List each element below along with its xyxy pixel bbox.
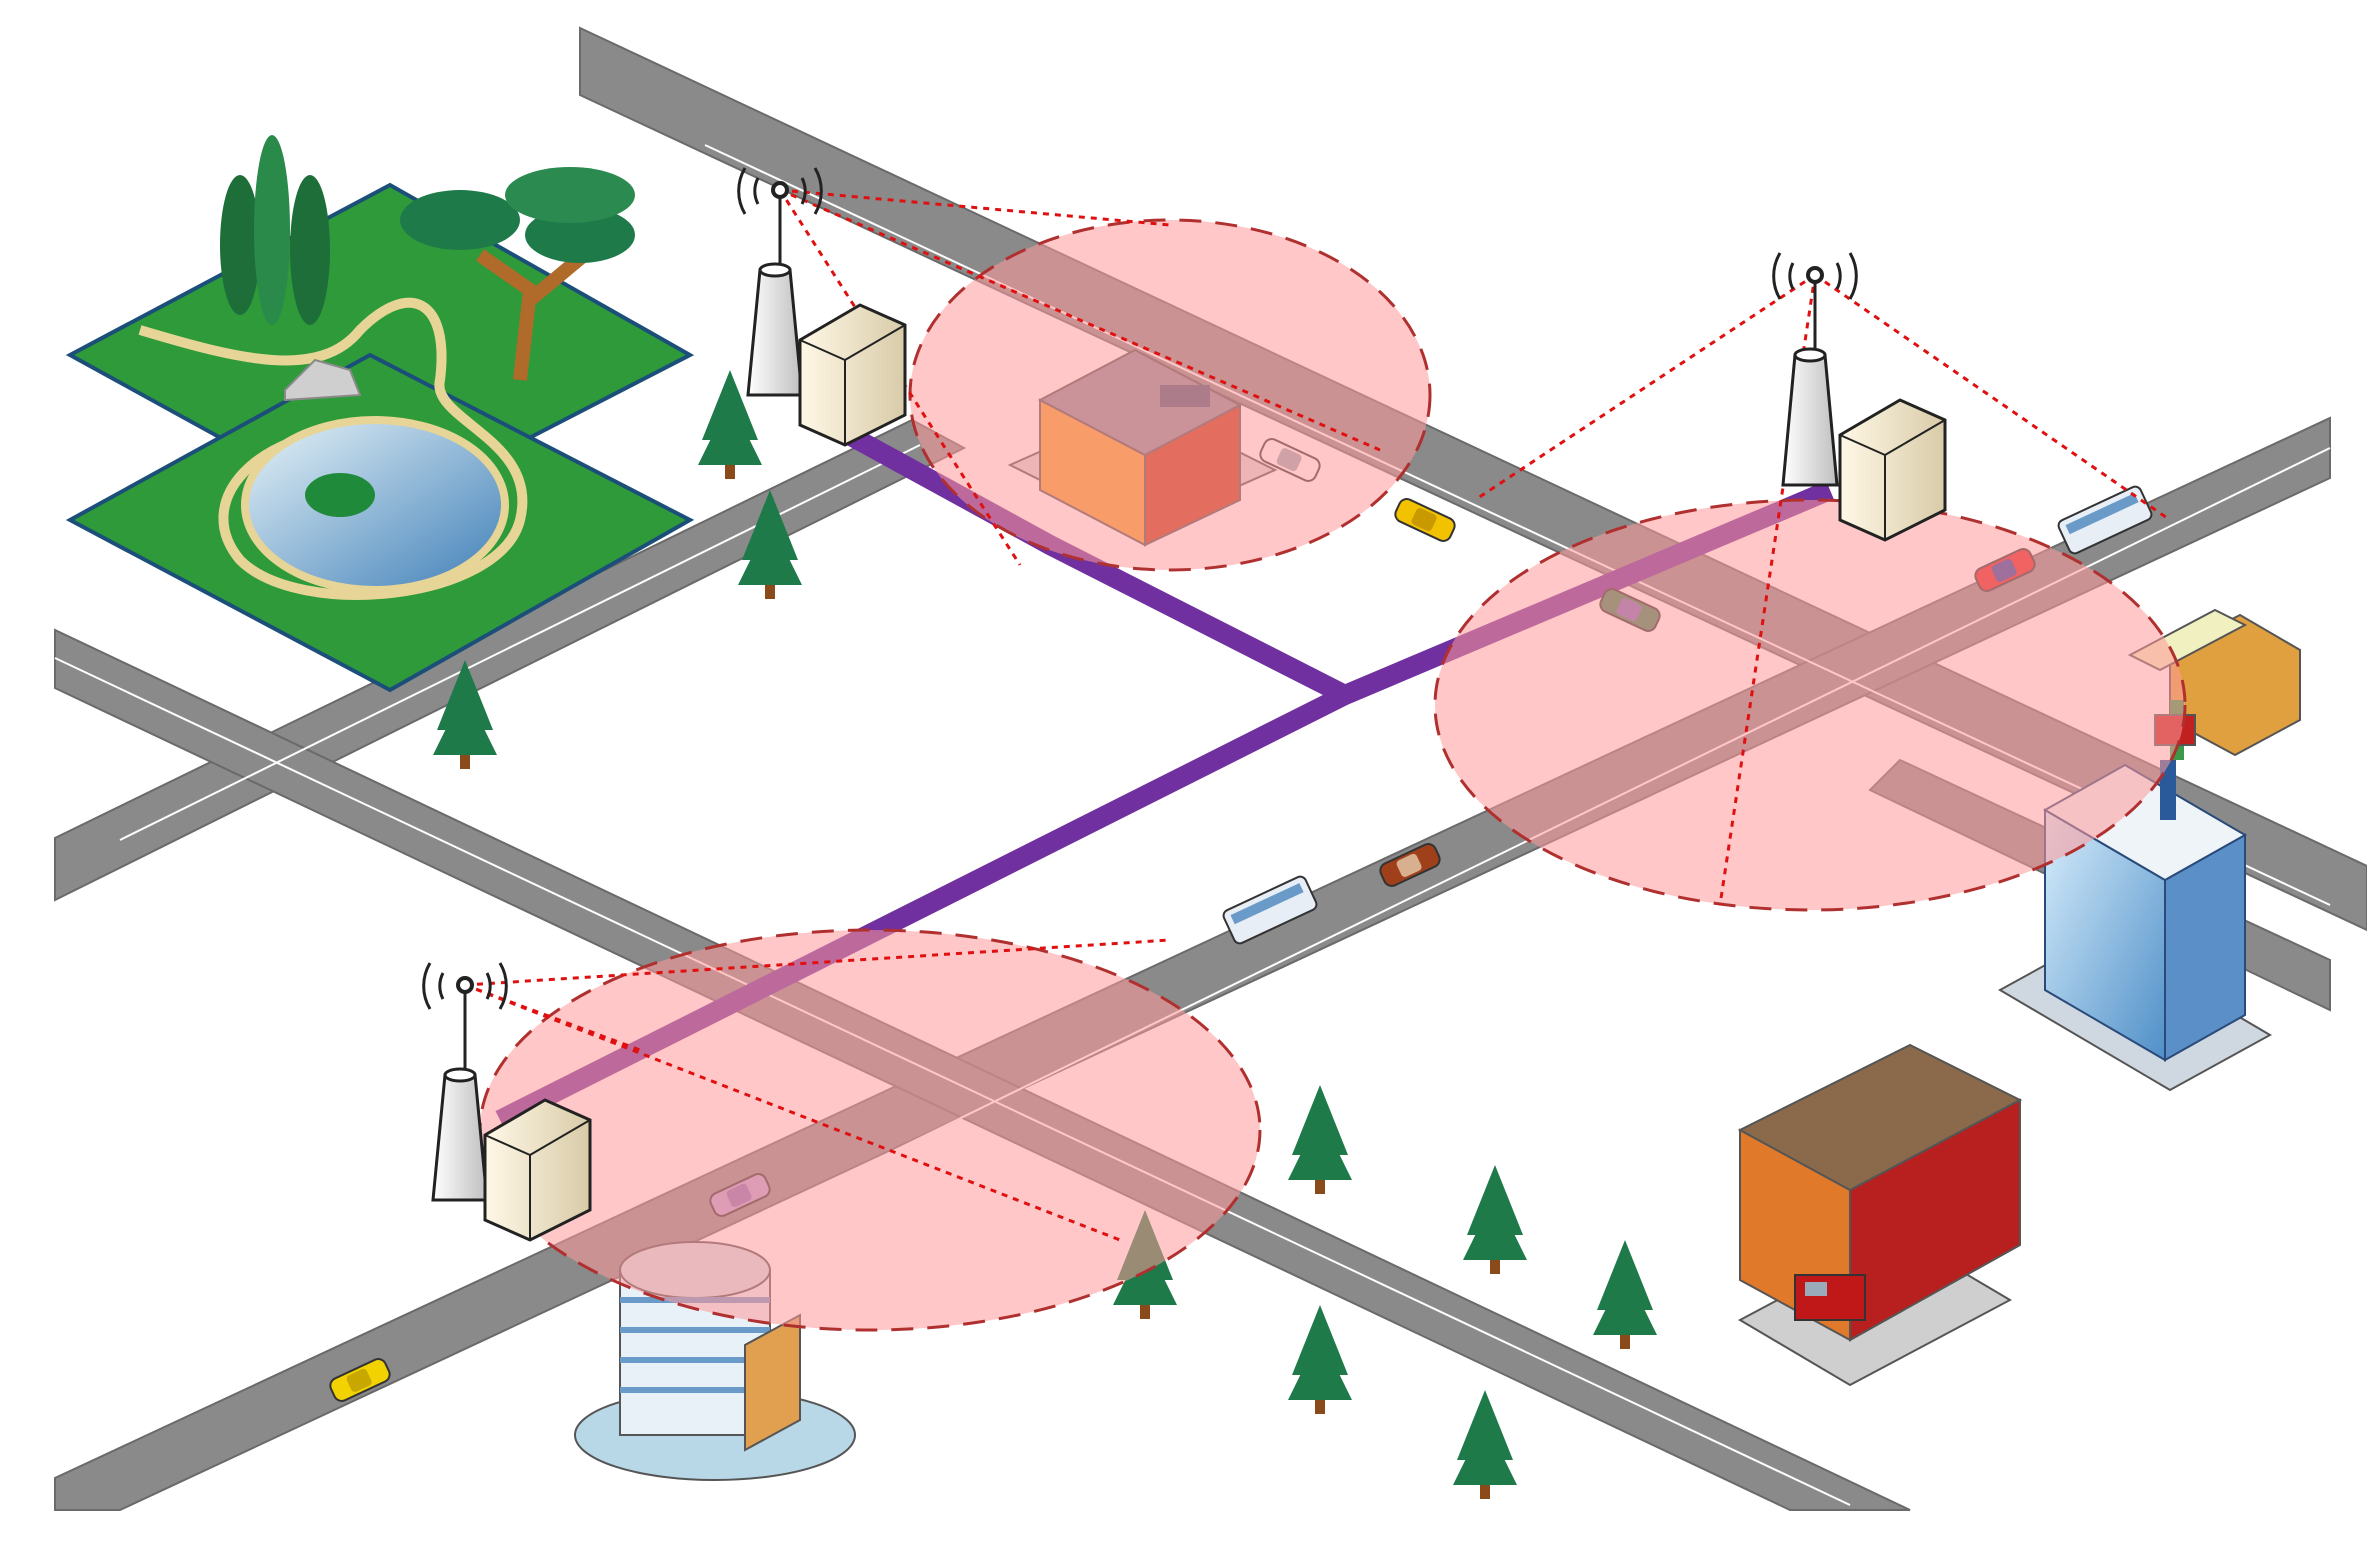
base-stations: [422, 167, 1947, 1242]
park: [65, 135, 695, 693]
beam-line: [779, 188, 1171, 227]
white-bus-east: [2057, 485, 2153, 555]
tree-icon: [433, 660, 497, 769]
tree-icon: [1593, 1240, 1657, 1349]
park-cypress-tree: [254, 135, 290, 325]
yellow-taxi-south: [329, 1358, 391, 1402]
beam-line: [778, 189, 1022, 566]
park-rock: [284, 358, 362, 402]
trees: [433, 370, 1657, 1499]
beam-line: [1718, 274, 1817, 906]
server-icon: [1838, 398, 1947, 542]
beam-lines: [464, 188, 2171, 1242]
coverage-south-west: [478, 928, 1262, 1332]
fire-station: [1737, 1043, 2023, 1387]
antenna-tower-icon: [422, 962, 508, 1202]
beam-line: [1474, 273, 1816, 502]
pond: [241, 416, 509, 594]
bs-south-west: [422, 962, 592, 1242]
tree-icon: [738, 490, 802, 599]
park-umbrella-tree-canopy: [400, 190, 520, 250]
park-cypress-tree: [220, 175, 260, 315]
tree-icon: [1288, 1085, 1352, 1194]
yellow-taxi-north: [1394, 498, 1456, 542]
park-umbrella-tree-canopy: [505, 167, 635, 223]
antenna-tower-icon: [1772, 252, 1858, 487]
tree-icon: [698, 370, 762, 479]
tree-icon: [1463, 1165, 1527, 1274]
tree-icon: [1288, 1305, 1352, 1414]
beam-line: [779, 188, 1381, 452]
park-cypress-tree: [290, 175, 330, 325]
beam-line: [464, 983, 1121, 1242]
bs-east: [1772, 252, 1947, 542]
white-bus-center: [1222, 875, 1318, 945]
tree-icon: [1453, 1390, 1517, 1499]
brown-car: [1379, 843, 1441, 887]
bs-north: [737, 167, 907, 447]
beam-line: [464, 938, 1171, 987]
fire-truck: [1794, 1274, 1866, 1321]
server-icon: [483, 1098, 592, 1242]
coverage-areas: [478, 218, 2187, 1332]
server-icon: [798, 303, 907, 447]
antenna-tower-icon: [737, 167, 823, 397]
coverage-east: [1433, 498, 2187, 912]
park-path: [138, 297, 528, 600]
lane-marking-cross: [119, 444, 921, 841]
pond-island: [305, 473, 375, 517]
